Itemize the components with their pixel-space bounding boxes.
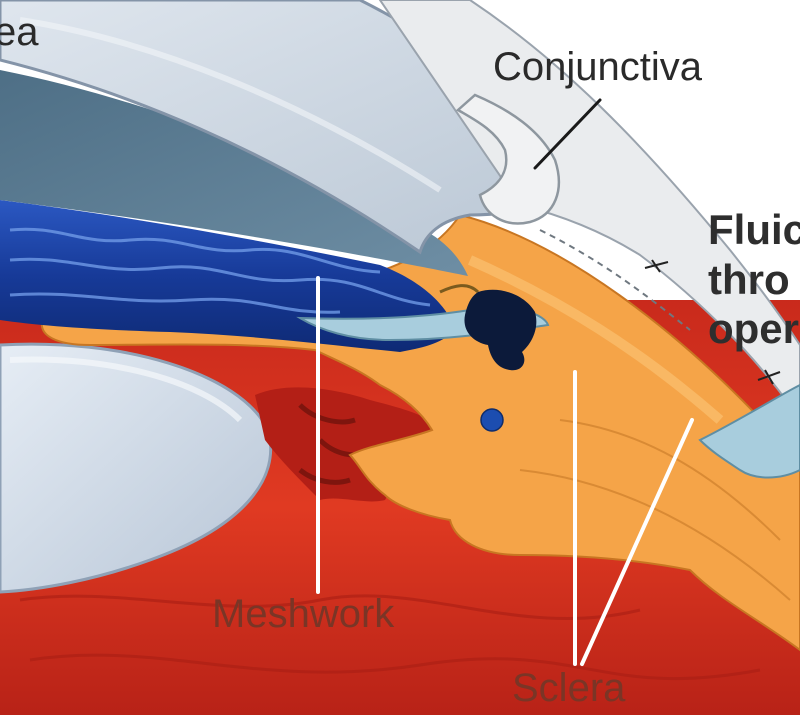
conjunctival-flap (455, 93, 560, 225)
filtration-bleb (698, 383, 800, 479)
leader-lines (316, 98, 694, 666)
lens-highlight (9, 356, 243, 423)
sclera-label: Sclera (512, 666, 626, 710)
sclera-highlight (467, 255, 724, 424)
fluid-label-line-2: thro (708, 255, 790, 303)
fluid-label-line-3: oper (708, 305, 800, 353)
lens (0, 342, 273, 594)
anterior-chamber (0, 70, 468, 276)
cornea-label: ea (0, 10, 39, 54)
scleral-flap-outline (539, 229, 691, 331)
schlemm-canal (480, 408, 504, 432)
conjunctiva-label: Conjunctiva (493, 45, 703, 89)
fluid-label-line-1: Fluic (708, 206, 800, 253)
meshwork-label: Meshwork (212, 592, 395, 636)
iris (0, 200, 455, 352)
iris-fibers (9, 227, 431, 314)
sclerostomy-opening (464, 289, 537, 371)
fluid-outflow-label: Fluic thro oper (708, 205, 800, 354)
suture-stitches (644, 259, 781, 385)
choroid-texture (19, 594, 761, 681)
